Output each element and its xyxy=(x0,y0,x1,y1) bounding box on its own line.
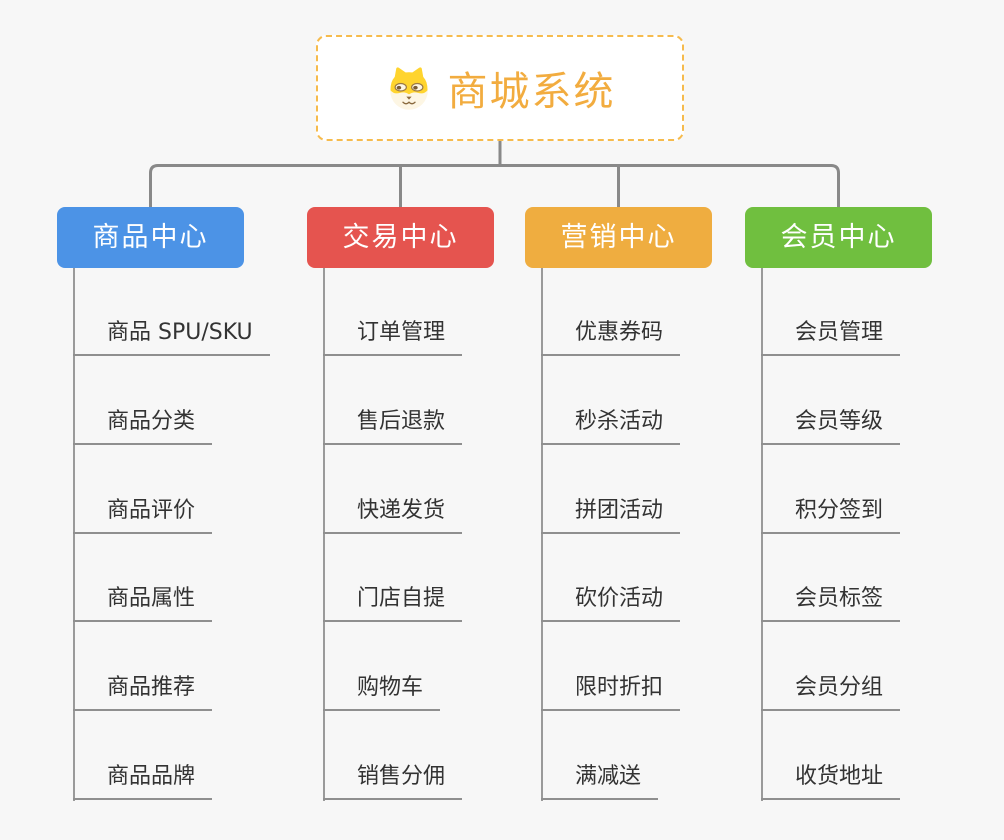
leaf-node[interactable]: 订单管理 xyxy=(323,318,463,356)
leaf-node[interactable]: 会员分组 xyxy=(761,673,901,711)
leaf-node[interactable]: 商品评价 xyxy=(73,496,213,534)
leaf-node[interactable]: 秒杀活动 xyxy=(541,407,681,445)
leaf-node[interactable]: 拼团活动 xyxy=(541,496,681,534)
leaf-node[interactable]: 销售分佣 xyxy=(323,762,463,800)
leaf-node[interactable]: 砍价活动 xyxy=(541,584,681,622)
leaf-node[interactable]: 会员等级 xyxy=(761,407,901,445)
branch-node-1[interactable]: 商品中心 xyxy=(57,207,244,268)
leaf-node[interactable]: 商品属性 xyxy=(73,584,213,622)
leaf-node[interactable]: 商品分类 xyxy=(73,407,213,445)
branch-node-2[interactable]: 交易中心 xyxy=(307,207,494,268)
leaf-node[interactable]: 商品 SPU/SKU xyxy=(73,318,270,356)
branch-node-4[interactable]: 会员中心 xyxy=(745,207,932,268)
leaf-node[interactable]: 收货地址 xyxy=(761,762,901,800)
leaf-node[interactable]: 优惠券码 xyxy=(541,318,681,356)
leaf-node[interactable]: 快递发货 xyxy=(323,496,463,534)
leaf-node[interactable]: 商品品牌 xyxy=(73,762,213,800)
leaf-node[interactable]: 积分签到 xyxy=(761,496,901,534)
leaf-node[interactable]: 限时折扣 xyxy=(541,673,681,711)
leaf-node[interactable]: 满减送 xyxy=(541,762,659,800)
leaf-node[interactable]: 购物车 xyxy=(323,673,441,711)
root-title: 商城系统 xyxy=(447,69,616,115)
leaf-node[interactable]: 会员标签 xyxy=(761,584,901,622)
leaf-node[interactable]: 会员管理 xyxy=(761,318,901,356)
leaf-node[interactable]: 商品推荐 xyxy=(73,673,213,711)
leaf-node[interactable]: 门店自提 xyxy=(323,584,463,622)
root-node[interactable]: 商城系统 xyxy=(316,35,684,141)
shiba-dog-icon xyxy=(385,64,433,112)
leaf-node[interactable]: 售后退款 xyxy=(323,407,463,445)
branch-node-3[interactable]: 营销中心 xyxy=(525,207,712,268)
